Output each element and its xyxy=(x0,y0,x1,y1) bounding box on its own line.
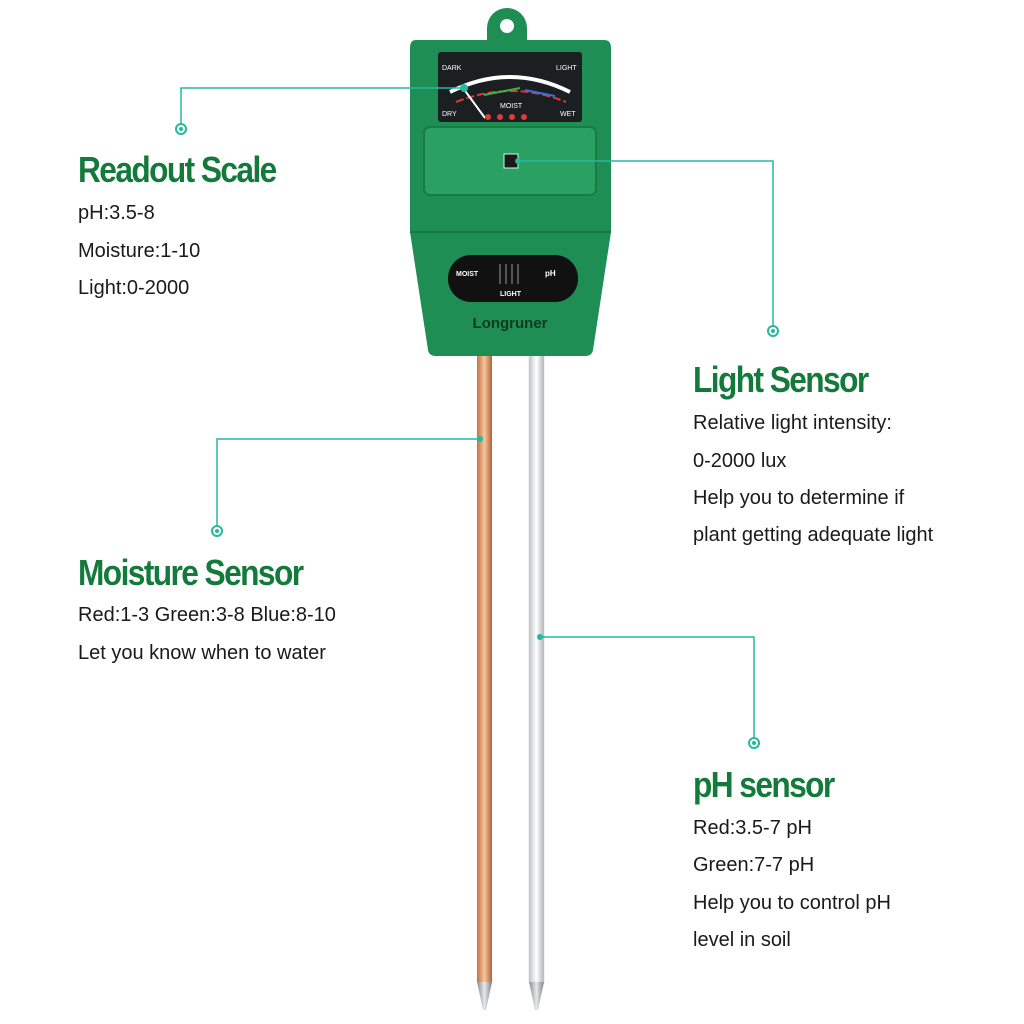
ph-anchor-dot xyxy=(537,634,543,640)
callout-line: Help you to determine if xyxy=(693,487,905,509)
brand-logo: Longruner xyxy=(473,315,548,332)
meter-label-dry: DRY xyxy=(442,111,457,118)
callout-line: level in soil xyxy=(693,929,791,951)
meter-label-light: LIGHT xyxy=(556,65,577,72)
hang-tab xyxy=(487,8,527,45)
readout-anchor-dot xyxy=(460,84,468,92)
callout-title: pH sensor xyxy=(693,764,835,805)
callout-title: Moisture Sensor xyxy=(78,552,304,593)
callout-line: Moisture:1-10 xyxy=(78,240,201,262)
readout-leader-line xyxy=(180,87,464,128)
callout-line: Relative light intensity: xyxy=(693,412,892,434)
mode-switch-slider xyxy=(499,264,519,284)
callout-line: plant getting adequate light xyxy=(693,524,934,546)
light-sensor-housing xyxy=(423,126,597,196)
meter-needle xyxy=(462,87,486,119)
callout-line: Red:3.5-7 pH xyxy=(693,817,812,839)
switch-label-moist: MOIST xyxy=(456,271,479,278)
callout-line: pH:3.5-8 xyxy=(78,202,155,224)
light-leader-line xyxy=(518,160,774,330)
ph-leader-line xyxy=(540,636,755,742)
moisture-anchor-dot xyxy=(477,436,483,442)
callout-line: Light:0-2000 xyxy=(78,277,190,299)
meter-label-moist: MOIST xyxy=(500,103,523,110)
light-anchor-dot xyxy=(515,158,521,164)
silver-probe xyxy=(528,349,545,1010)
copper-probe xyxy=(477,350,492,1010)
callout-line: Red:1-3 Green:3-8 Blue:8-10 xyxy=(78,604,336,626)
meter-window: DARK LIGHT DRY MOIST WET xyxy=(438,52,582,122)
meter-label-dark: DARK xyxy=(442,65,462,72)
mode-switch-panel: MOIST pH LIGHT xyxy=(448,255,578,302)
callout-line: 0-2000 lux xyxy=(693,450,787,472)
callout-line: Help you to control pH xyxy=(693,892,891,914)
callout-line: Let you know when to water xyxy=(78,642,326,664)
meter-label-wet: WET xyxy=(560,111,576,118)
switch-label-light: LIGHT xyxy=(500,291,522,298)
switch-label-ph: pH xyxy=(545,269,556,278)
moisture-leader-line xyxy=(216,438,480,530)
callout-line: Green:7-7 pH xyxy=(693,854,815,876)
callout-title: Light Sensor xyxy=(693,359,869,400)
callout-title: Readout Scale xyxy=(78,149,277,190)
